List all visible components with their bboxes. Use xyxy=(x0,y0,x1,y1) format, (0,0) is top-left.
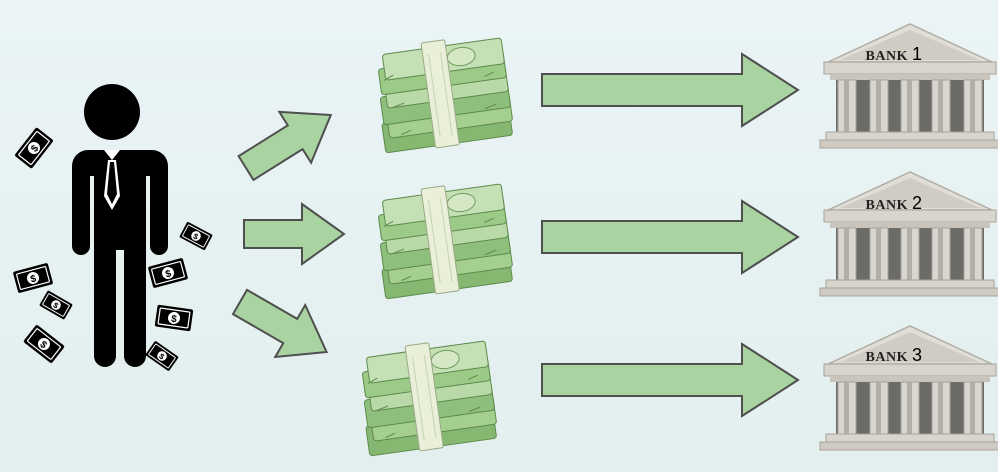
dollar-bill-icon xyxy=(14,127,54,169)
dollar-bill-icon xyxy=(148,258,188,289)
arrow-to-cash-1 xyxy=(230,90,347,194)
cash-stack-icon xyxy=(355,335,498,458)
arrow-to-bank-1 xyxy=(542,54,798,126)
person-icon xyxy=(72,84,168,367)
bank-number: 2 xyxy=(912,193,922,213)
bank-number: 3 xyxy=(912,345,922,365)
arrow-to-bank-3 xyxy=(542,344,798,416)
bank-icon xyxy=(820,24,998,148)
dollar-bill-icon xyxy=(23,324,65,364)
bank-label: BANK xyxy=(866,198,908,213)
bank-label: BANK xyxy=(866,350,908,365)
bank-1: BANK 1 xyxy=(820,24,998,148)
arrow-to-cash-3 xyxy=(225,276,342,378)
bank-3: BANK 3 xyxy=(820,326,998,450)
arrow-to-cash-2 xyxy=(244,204,344,264)
arrow-to-bank-2 xyxy=(542,201,798,273)
bank-icon xyxy=(820,172,998,296)
cash-stack-icon xyxy=(371,32,514,155)
dollar-bill-icon xyxy=(155,305,194,332)
bank-label: BANK xyxy=(866,49,908,64)
dollar-bill-icon xyxy=(13,263,53,294)
bank-icon xyxy=(820,326,998,450)
bank-number: 1 xyxy=(912,44,922,64)
dollar-bill-icon xyxy=(39,290,73,320)
bank-2: BANK 2 xyxy=(820,172,998,296)
cash-stack-icon xyxy=(371,178,514,301)
dollar-bill-icon xyxy=(145,341,179,372)
dollar-bill-icon xyxy=(179,221,213,250)
